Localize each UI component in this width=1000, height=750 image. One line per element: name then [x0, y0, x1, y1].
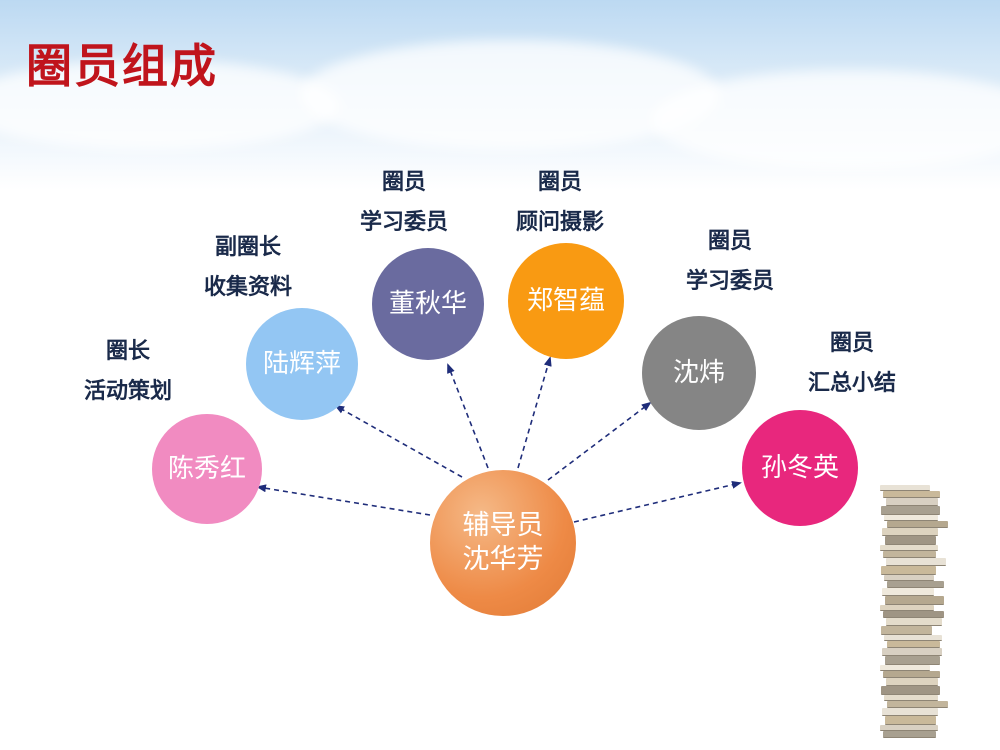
- book: [884, 515, 938, 521]
- book: [885, 716, 936, 725]
- book: [887, 701, 948, 708]
- book: [886, 498, 938, 506]
- book: [881, 506, 940, 515]
- center-name: 沈华芳: [462, 544, 544, 575]
- book: [883, 671, 940, 678]
- book: [885, 656, 940, 665]
- role-label-zheng-zhiyun: 圈员 顾问摄影: [492, 163, 628, 243]
- book: [882, 528, 938, 536]
- member-node-dong-qiuhua: 董秋华: [372, 248, 484, 360]
- cloud: [650, 70, 1000, 170]
- arrow-to-lu-huiping: [334, 405, 463, 478]
- page-title: 圈员组成: [26, 39, 218, 93]
- book: [884, 635, 942, 641]
- member-name: 郑智蕴: [526, 285, 605, 316]
- role-label-dong-qiuhua: 圈员 学习委员: [336, 163, 472, 243]
- member-name: 陈秀红: [167, 453, 246, 484]
- arrow-to-zheng-zhiyun: [517, 356, 552, 469]
- role-duty: 收集资料: [203, 275, 292, 300]
- arrow-to-shen-wei: [547, 401, 652, 481]
- book: [883, 731, 936, 738]
- arrow-to-chen-xiuhong: [256, 484, 431, 516]
- role-duty: 顾问摄影: [515, 210, 604, 235]
- member-node-zheng-zhiyun: 郑智蕴: [508, 243, 624, 359]
- role-title: 圈员: [537, 170, 582, 195]
- arrow-to-sun-dongying: [573, 480, 742, 523]
- sky-background: [0, 0, 1000, 190]
- role-label-sun-dongying: 圈员 汇总小结: [784, 324, 920, 404]
- role-duty: 学习委员: [685, 269, 774, 294]
- book: [881, 566, 936, 575]
- member-node-sun-dongying: 孙冬英: [742, 410, 858, 526]
- member-node-chen-xiuhong: 陈秀红: [152, 414, 262, 524]
- book: [880, 545, 938, 551]
- book: [882, 648, 942, 656]
- role-title: 圈员: [707, 229, 752, 254]
- center-node-advisor: 辅导员 沈华芳: [430, 470, 576, 616]
- book: [886, 558, 946, 566]
- book: [881, 626, 932, 635]
- book: [884, 695, 938, 701]
- role-label-chen-xiuhong: 圈长 活动策划: [60, 332, 196, 412]
- book: [883, 491, 940, 498]
- book: [887, 581, 944, 588]
- role-label-lu-huiping: 副圈长 收集资料: [180, 228, 316, 308]
- member-node-lu-huiping: 陆辉萍: [246, 308, 358, 420]
- book: [884, 575, 934, 581]
- book: [880, 485, 930, 491]
- book: [885, 596, 944, 605]
- cloud: [0, 60, 340, 150]
- book-stack-icon: [880, 485, 948, 740]
- role-title: 圈员: [381, 170, 426, 195]
- book: [880, 725, 938, 731]
- book: [887, 641, 940, 648]
- role-title: 副圈长: [214, 235, 281, 260]
- role-duty: 学习委员: [359, 210, 448, 235]
- book: [881, 686, 940, 695]
- book: [882, 588, 934, 596]
- book: [880, 605, 934, 611]
- book: [883, 611, 944, 618]
- member-node-shen-wei: 沈炜: [642, 316, 756, 430]
- role-duty: 活动策划: [83, 379, 172, 404]
- book: [880, 665, 930, 671]
- book: [883, 551, 936, 558]
- book: [882, 708, 938, 716]
- book: [885, 536, 936, 545]
- book: [886, 678, 938, 686]
- role-title: 圈长: [105, 339, 150, 364]
- role-label-shen-wei: 圈员 学习委员: [662, 222, 798, 302]
- member-name: 陆辉萍: [262, 348, 341, 379]
- role-title: 圈员: [829, 331, 874, 356]
- arrow-to-dong-qiuhua: [447, 363, 489, 469]
- role-duty: 汇总小结: [807, 371, 896, 396]
- book: [887, 521, 948, 528]
- center-role: 辅导员: [462, 510, 544, 542]
- cloud: [300, 40, 720, 150]
- member-name: 沈炜: [672, 357, 725, 388]
- member-name: 孙冬英: [760, 452, 839, 483]
- member-name: 董秋华: [388, 288, 467, 319]
- book: [886, 618, 942, 626]
